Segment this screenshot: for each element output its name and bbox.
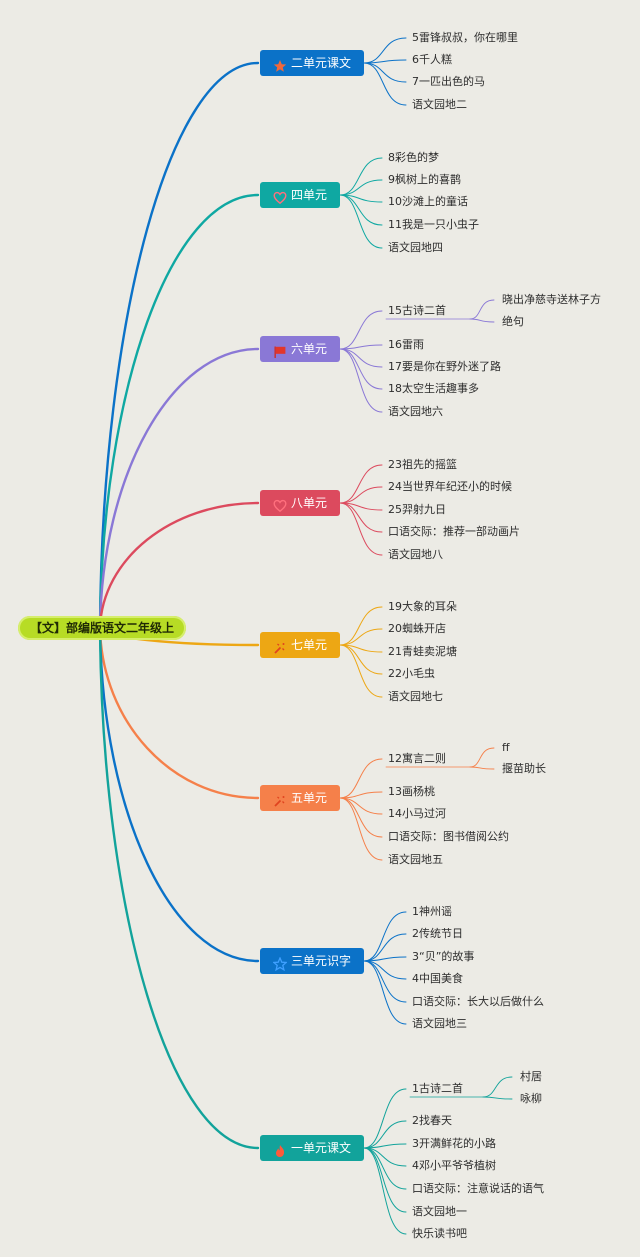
heart-outline-icon xyxy=(273,188,287,205)
subtopic-item[interactable]: 村居 xyxy=(520,1070,542,1083)
topic-item[interactable]: 19大象的耳朵 xyxy=(388,600,457,613)
topic-item[interactable]: 17要是你在野外迷了路 xyxy=(388,360,501,373)
unit-title: 五单元 xyxy=(290,791,327,805)
topic-item[interactable]: 5雷锋叔叔，你在哪里 xyxy=(412,31,518,44)
unit-title: 七单元 xyxy=(290,638,327,652)
unit-title: 一单元课文 xyxy=(290,1141,351,1155)
heart-outline-icon xyxy=(273,496,287,513)
unit-title: 四单元 xyxy=(290,188,327,202)
unit-node[interactable]: 八单元 xyxy=(260,490,340,516)
subtopic-item[interactable]: 晓出净慈寺送林子方 xyxy=(502,293,601,306)
topic-item[interactable]: 10沙滩上的童话 xyxy=(388,195,468,208)
unit-title: 二单元课文 xyxy=(290,56,351,70)
topic-item[interactable]: 语文园地二 xyxy=(412,98,467,111)
topic-item[interactable]: 语文园地三 xyxy=(412,1017,467,1030)
topic-item[interactable]: 1神州谣 xyxy=(412,905,452,918)
unit-node[interactable]: 七单元 xyxy=(260,632,340,658)
star-outline-icon xyxy=(272,954,288,972)
topic-item[interactable]: 11我是一只小虫子 xyxy=(388,218,479,231)
topic-item[interactable]: 4邓小平爷爷植树 xyxy=(412,1159,496,1172)
topic-item[interactable]: 3“贝”的故事 xyxy=(412,950,475,963)
topic-item[interactable]: 22小毛虫 xyxy=(388,667,435,680)
topic-item[interactable]: 4中国美食 xyxy=(412,972,463,985)
topic-item[interactable]: 语文园地八 xyxy=(388,548,443,561)
party-popper-icon xyxy=(273,638,287,654)
unit-node[interactable]: 五单元 xyxy=(260,785,340,811)
subtopic-item[interactable]: 揠苗助长 xyxy=(502,762,546,775)
unit-node[interactable]: 一单元课文 xyxy=(260,1135,364,1161)
topic-item[interactable]: 2传统节日 xyxy=(412,927,463,940)
topic-item[interactable]: 21青蛙卖泥塘 xyxy=(388,645,457,658)
unit-title: 六单元 xyxy=(290,342,327,356)
fire-icon xyxy=(273,1141,287,1157)
topic-item[interactable]: 9枫树上的喜鹊 xyxy=(388,173,461,186)
subtopic-item[interactable]: ff xyxy=(502,741,510,754)
topic-item[interactable]: 语文园地一 xyxy=(412,1205,467,1218)
topic-item[interactable]: 口语交际：长大以后做什么 xyxy=(412,995,544,1008)
topic-item[interactable]: 1古诗二首 xyxy=(412,1082,463,1095)
topic-item[interactable]: 8彩色的梦 xyxy=(388,151,439,164)
subtopic-item[interactable]: 咏柳 xyxy=(520,1092,542,1105)
topic-item[interactable]: 快乐读书吧 xyxy=(412,1227,467,1240)
topic-item[interactable]: 23祖先的摇篮 xyxy=(388,458,457,471)
topic-item[interactable]: 语文园地六 xyxy=(388,405,443,418)
topic-item[interactable]: 口语交际：注意说话的语气 xyxy=(412,1182,544,1195)
flag-icon xyxy=(273,342,287,358)
subtopic-item[interactable]: 绝句 xyxy=(502,315,524,328)
topic-item[interactable]: 7一匹出色的马 xyxy=(412,75,485,88)
unit-title: 三单元识字 xyxy=(290,954,351,968)
topic-item[interactable]: 25羿射九日 xyxy=(388,503,446,516)
topic-item[interactable]: 16雷雨 xyxy=(388,338,424,351)
topic-item[interactable]: 14小马过河 xyxy=(388,807,446,820)
unit-node[interactable]: 三单元识字 xyxy=(260,948,364,974)
topic-item[interactable]: 2找春天 xyxy=(412,1114,452,1127)
topic-item[interactable]: 20蜘蛛开店 xyxy=(388,622,446,635)
topic-item[interactable]: 15古诗二首 xyxy=(388,304,446,317)
topic-item[interactable]: 语文园地七 xyxy=(388,690,443,703)
topic-item[interactable]: 6千人糕 xyxy=(412,53,452,66)
party-popper-icon xyxy=(273,791,287,807)
topic-item[interactable]: 口语交际：图书借阅公约 xyxy=(388,830,509,843)
unit-node[interactable]: 四单元 xyxy=(260,182,340,208)
topic-item[interactable]: 口语交际：推荐一部动画片 xyxy=(388,525,520,538)
topic-item[interactable]: 语文园地四 xyxy=(388,241,443,254)
topic-item[interactable]: 13画杨桃 xyxy=(388,785,435,798)
star-filled-icon xyxy=(273,56,287,72)
topic-item[interactable]: 3开满鲜花的小路 xyxy=(412,1137,496,1150)
topic-item[interactable]: 24当世界年纪还小的时候 xyxy=(388,480,512,493)
topic-item[interactable]: 18太空生活趣事多 xyxy=(388,382,479,395)
topic-item[interactable]: 语文园地五 xyxy=(388,853,443,866)
root-topic[interactable]: 【文】部编版语文二年级上 xyxy=(18,616,186,640)
topic-item[interactable]: 12寓言二则 xyxy=(388,752,446,765)
unit-title: 八单元 xyxy=(290,496,327,510)
unit-node[interactable]: 六单元 xyxy=(260,336,340,362)
unit-node[interactable]: 二单元课文 xyxy=(260,50,364,76)
